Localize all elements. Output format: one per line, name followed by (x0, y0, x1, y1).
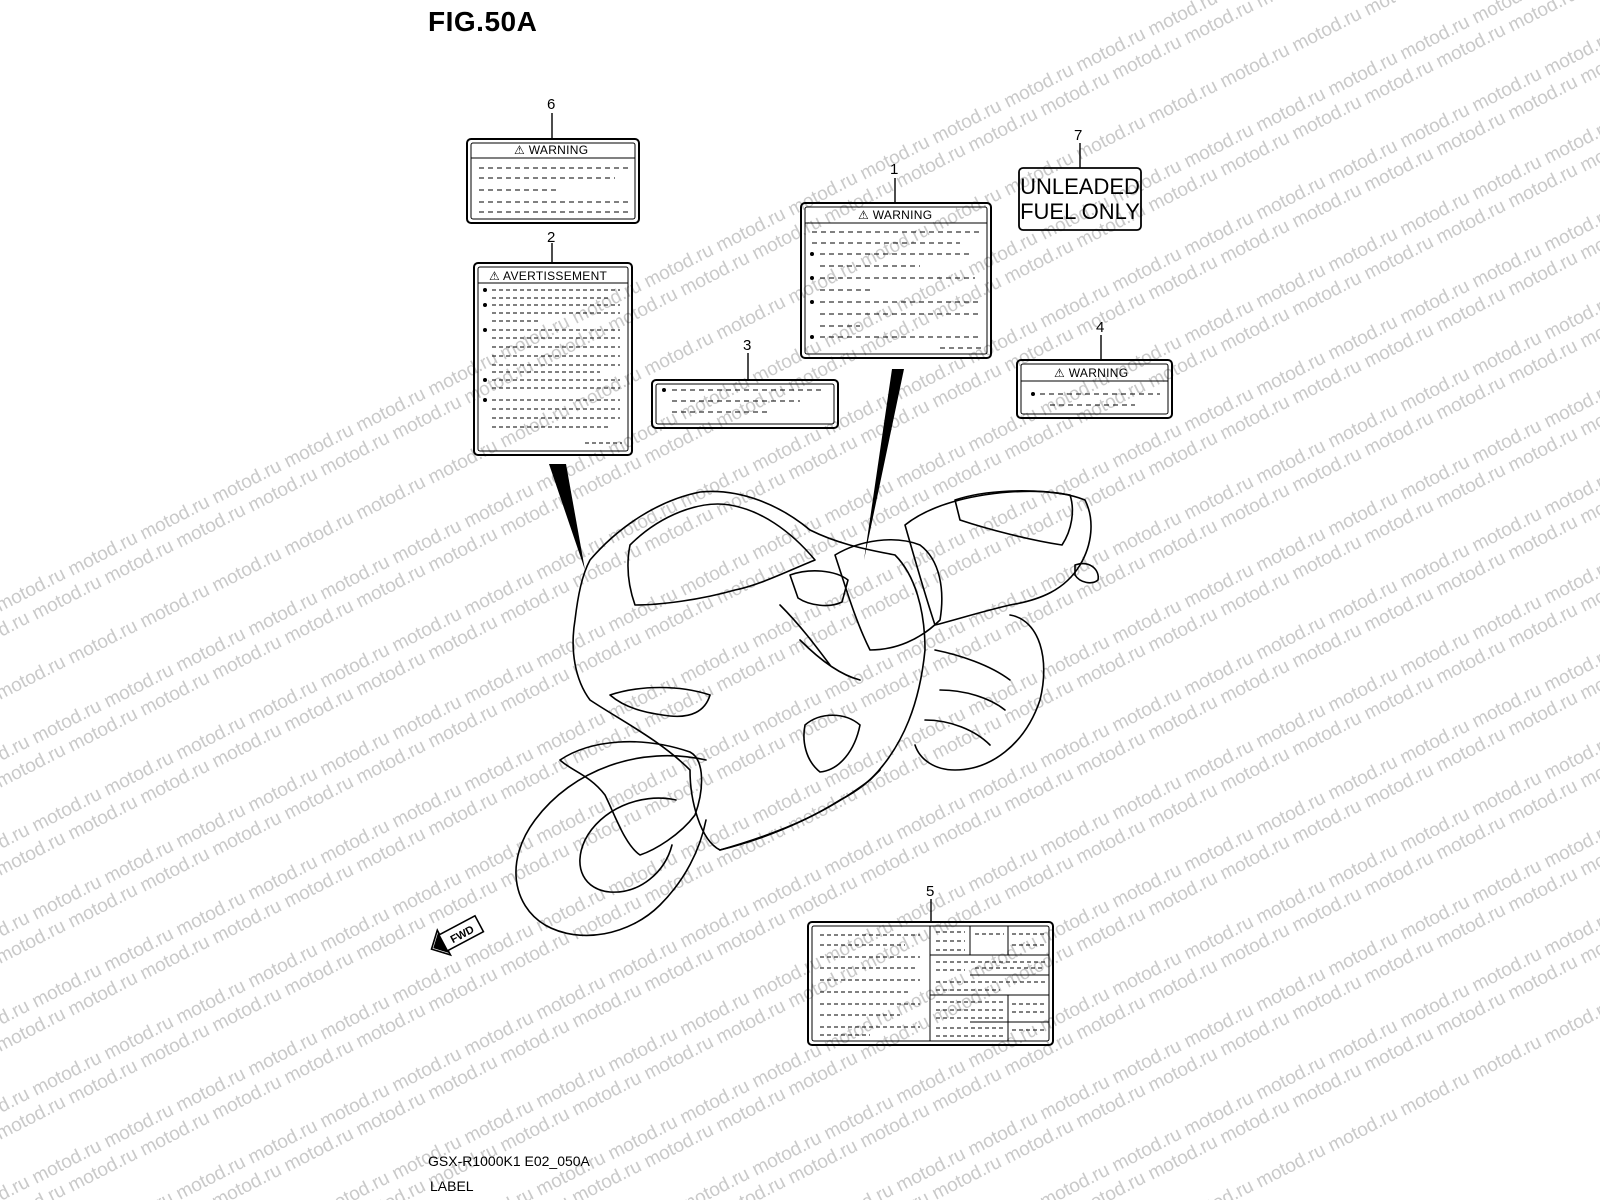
label-7-sticker (1018, 167, 1142, 231)
watermark-text: motod.ru (497, 400, 573, 453)
front-fender (559, 740, 703, 856)
watermark-text: motod.ru (929, 184, 1005, 237)
label-3-sticker (651, 379, 839, 429)
label-7-text: UNLEADED FUEL ONLY (1019, 174, 1141, 224)
warning-triangle-icon: ⚠ (489, 269, 501, 283)
watermark-text: motod.ru (65, 616, 141, 669)
rear-wheel (914, 614, 1045, 771)
watermark-text: motod.ru (1397, 1068, 1473, 1121)
watermark-text: motod.ru (1217, 40, 1293, 93)
rear-seat (954, 490, 1074, 546)
pointer-label-1 (864, 369, 904, 560)
watermark-text: motod.ru (137, 580, 213, 633)
watermark-text: motod.ru (1253, 0, 1329, 12)
callout-1: 1 (890, 161, 899, 178)
warning-triangle-icon: ⚠ (1054, 366, 1066, 380)
watermark-text: motod.ru (641, 328, 717, 381)
callout-6: 6 (547, 96, 556, 113)
watermark-text: motod.ru (1289, 4, 1365, 57)
watermark-text: motod.ru (281, 508, 357, 561)
callout-3: 3 (743, 337, 752, 354)
label-7-line-1: UNLEADED (1020, 174, 1140, 199)
label-2-sticker (473, 262, 633, 456)
leader-pointers (549, 369, 904, 570)
seat-tail (904, 490, 1092, 626)
watermark-text: motod.ru (0, 652, 69, 705)
watermark-text: motod.ru (1253, 1140, 1329, 1193)
side-intake (803, 714, 861, 773)
watermark-text: motod.ru (1145, 76, 1221, 129)
label-1-title: ⚠ WARNING (858, 208, 932, 222)
watermark-text: motod.ru (857, 220, 933, 273)
watermark-text: motod.ru (1541, 996, 1600, 1049)
handlebar (779, 604, 861, 681)
watermark-text: motod.ru (785, 256, 861, 309)
figure-title: FIG.50A (428, 6, 538, 37)
watermark-text: motod.ru (1073, 112, 1149, 165)
front-wheel-rim (579, 797, 677, 893)
label-2-title-text: AVERTISSEMENT (503, 269, 608, 283)
watermark-text: motod.ru (0, 608, 33, 661)
watermark-text: motod.ru (1181, 1176, 1257, 1200)
watermark-text: motod.ru (209, 544, 285, 597)
label-4-title-text: WARNING (1068, 366, 1129, 380)
callout-5: 5 (926, 883, 935, 900)
front-fairing (572, 490, 926, 851)
watermark-text: motod.ru (101, 1188, 177, 1200)
warning-triangle-icon: ⚠ (858, 208, 870, 222)
tail-light (1074, 562, 1100, 584)
label-5-sticker (807, 921, 1054, 1046)
windscreen (627, 503, 816, 606)
headlight (609, 686, 711, 718)
label-1-title-text: WARNING (872, 208, 933, 222)
figure-model-code: GSX-R1000K1 E02_050A (428, 1153, 590, 1169)
mirror (789, 570, 849, 607)
watermark-text: motod.ru (425, 436, 501, 489)
label-6-title: ⚠ WARNING (514, 143, 588, 157)
warning-triangle-icon: ⚠ (514, 143, 526, 157)
callout-7: 7 (1074, 127, 1083, 144)
label-7-line-2: FUEL ONLY (1020, 199, 1140, 224)
figure-caption: LABEL (430, 1178, 474, 1194)
watermark-text: motod.ru (1469, 1032, 1545, 1085)
watermark-text: motod.ru (353, 472, 429, 525)
fuel-tank (834, 539, 943, 651)
label-4-sticker (1016, 359, 1173, 419)
swingarm (924, 649, 1011, 746)
belly-pan (719, 769, 881, 851)
callout-leaders (551, 113, 1102, 922)
motorcycle-drawing (515, 490, 1100, 937)
label-6-sticker (466, 138, 640, 224)
label-2-title: ⚠ AVERTISSEMENT (489, 269, 607, 283)
watermark-text: motod.ru (821, 1180, 897, 1200)
callout-2: 2 (547, 229, 556, 246)
label-4-title: ⚠ WARNING (1054, 366, 1128, 380)
label-6-title-text: WARNING (528, 143, 589, 157)
front-wheel (515, 754, 707, 937)
callout-4: 4 (1096, 319, 1105, 336)
watermark-text: motod.ru (1361, 0, 1437, 20)
watermark-text: motod.ru (965, 1196, 1041, 1200)
watermark-text: motod.ru (1325, 1104, 1401, 1157)
label-1-sticker (800, 202, 992, 359)
pointer-label-2 (549, 464, 585, 570)
